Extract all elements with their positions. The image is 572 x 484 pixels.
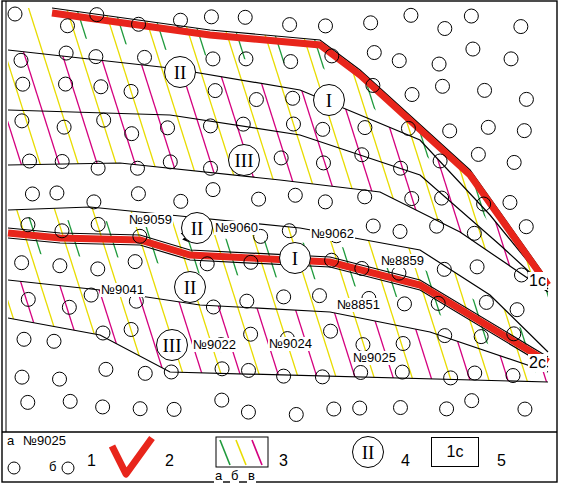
zone-index-circle: I bbox=[313, 84, 345, 116]
borehole-number: №9062 bbox=[310, 227, 355, 241]
hatch-green bbox=[0, 0, 572, 440]
legend-number: 5 bbox=[496, 452, 507, 470]
legend-letter: б bbox=[230, 469, 239, 483]
zone-index: I bbox=[292, 249, 298, 268]
legend-number: 1 bbox=[86, 452, 97, 470]
borehole-number: №9024 bbox=[268, 337, 313, 351]
hatch-yellow bbox=[0, 0, 572, 440]
borehole-number: №9041 bbox=[100, 283, 145, 297]
zone-index: II bbox=[191, 219, 204, 238]
zone-index: II bbox=[362, 443, 375, 462]
legend-letter: №9025 bbox=[22, 434, 67, 448]
zone-index: I bbox=[326, 91, 332, 110]
zone-index-circle: III bbox=[228, 144, 260, 176]
layer-boundary bbox=[8, 280, 548, 372]
borehole-number: №9022 bbox=[192, 338, 237, 352]
zone-index: III bbox=[235, 151, 254, 170]
layer-boundary bbox=[8, 207, 548, 352]
legend-letter: а bbox=[6, 434, 15, 448]
zone-index-circle: II bbox=[352, 436, 384, 468]
frame bbox=[6, 1, 7, 432]
zone-index-circle: II bbox=[181, 212, 213, 244]
legend-number: 2 bbox=[164, 452, 175, 470]
zone-index: II bbox=[174, 63, 187, 82]
hatch-magenta bbox=[0, 0, 572, 440]
borehole-number: №8851 bbox=[336, 298, 381, 312]
zone-index-circle: I bbox=[279, 242, 311, 274]
zone-index: III bbox=[163, 336, 182, 355]
pebble-pattern bbox=[8, 7, 533, 421]
zone-index-circle: II bbox=[174, 271, 206, 303]
borehole-number: №9060 bbox=[214, 221, 259, 235]
legend-letter: в bbox=[247, 469, 256, 483]
legend-letter: а bbox=[214, 469, 223, 483]
coal-seam bbox=[8, 233, 548, 362]
seam-name: 2с bbox=[528, 354, 547, 372]
legend-letter: б bbox=[48, 460, 57, 474]
hatch-green bbox=[0, 0, 572, 440]
frame bbox=[2, 431, 557, 432]
layer-boundary bbox=[8, 228, 548, 357]
legend-number: 3 bbox=[278, 452, 289, 470]
hatch-yellow bbox=[0, 0, 572, 440]
seam-index-box: 1с bbox=[431, 437, 479, 467]
zone-index-circle: III bbox=[156, 329, 188, 361]
borehole-number: №9025 bbox=[352, 351, 397, 365]
legend-number: 4 bbox=[400, 452, 411, 470]
seam-name: 1с bbox=[528, 272, 547, 290]
frame bbox=[2, 1, 557, 482]
borehole-number: №9059 bbox=[128, 213, 173, 227]
zone-index: 1с bbox=[447, 444, 464, 460]
layer-boundary bbox=[8, 163, 548, 292]
hatch-magenta bbox=[0, 0, 572, 440]
coal-seam bbox=[52, 13, 548, 285]
zone-index: II bbox=[184, 278, 197, 297]
borehole-number: №8859 bbox=[380, 254, 425, 268]
zone-index-circle: II bbox=[164, 56, 196, 88]
